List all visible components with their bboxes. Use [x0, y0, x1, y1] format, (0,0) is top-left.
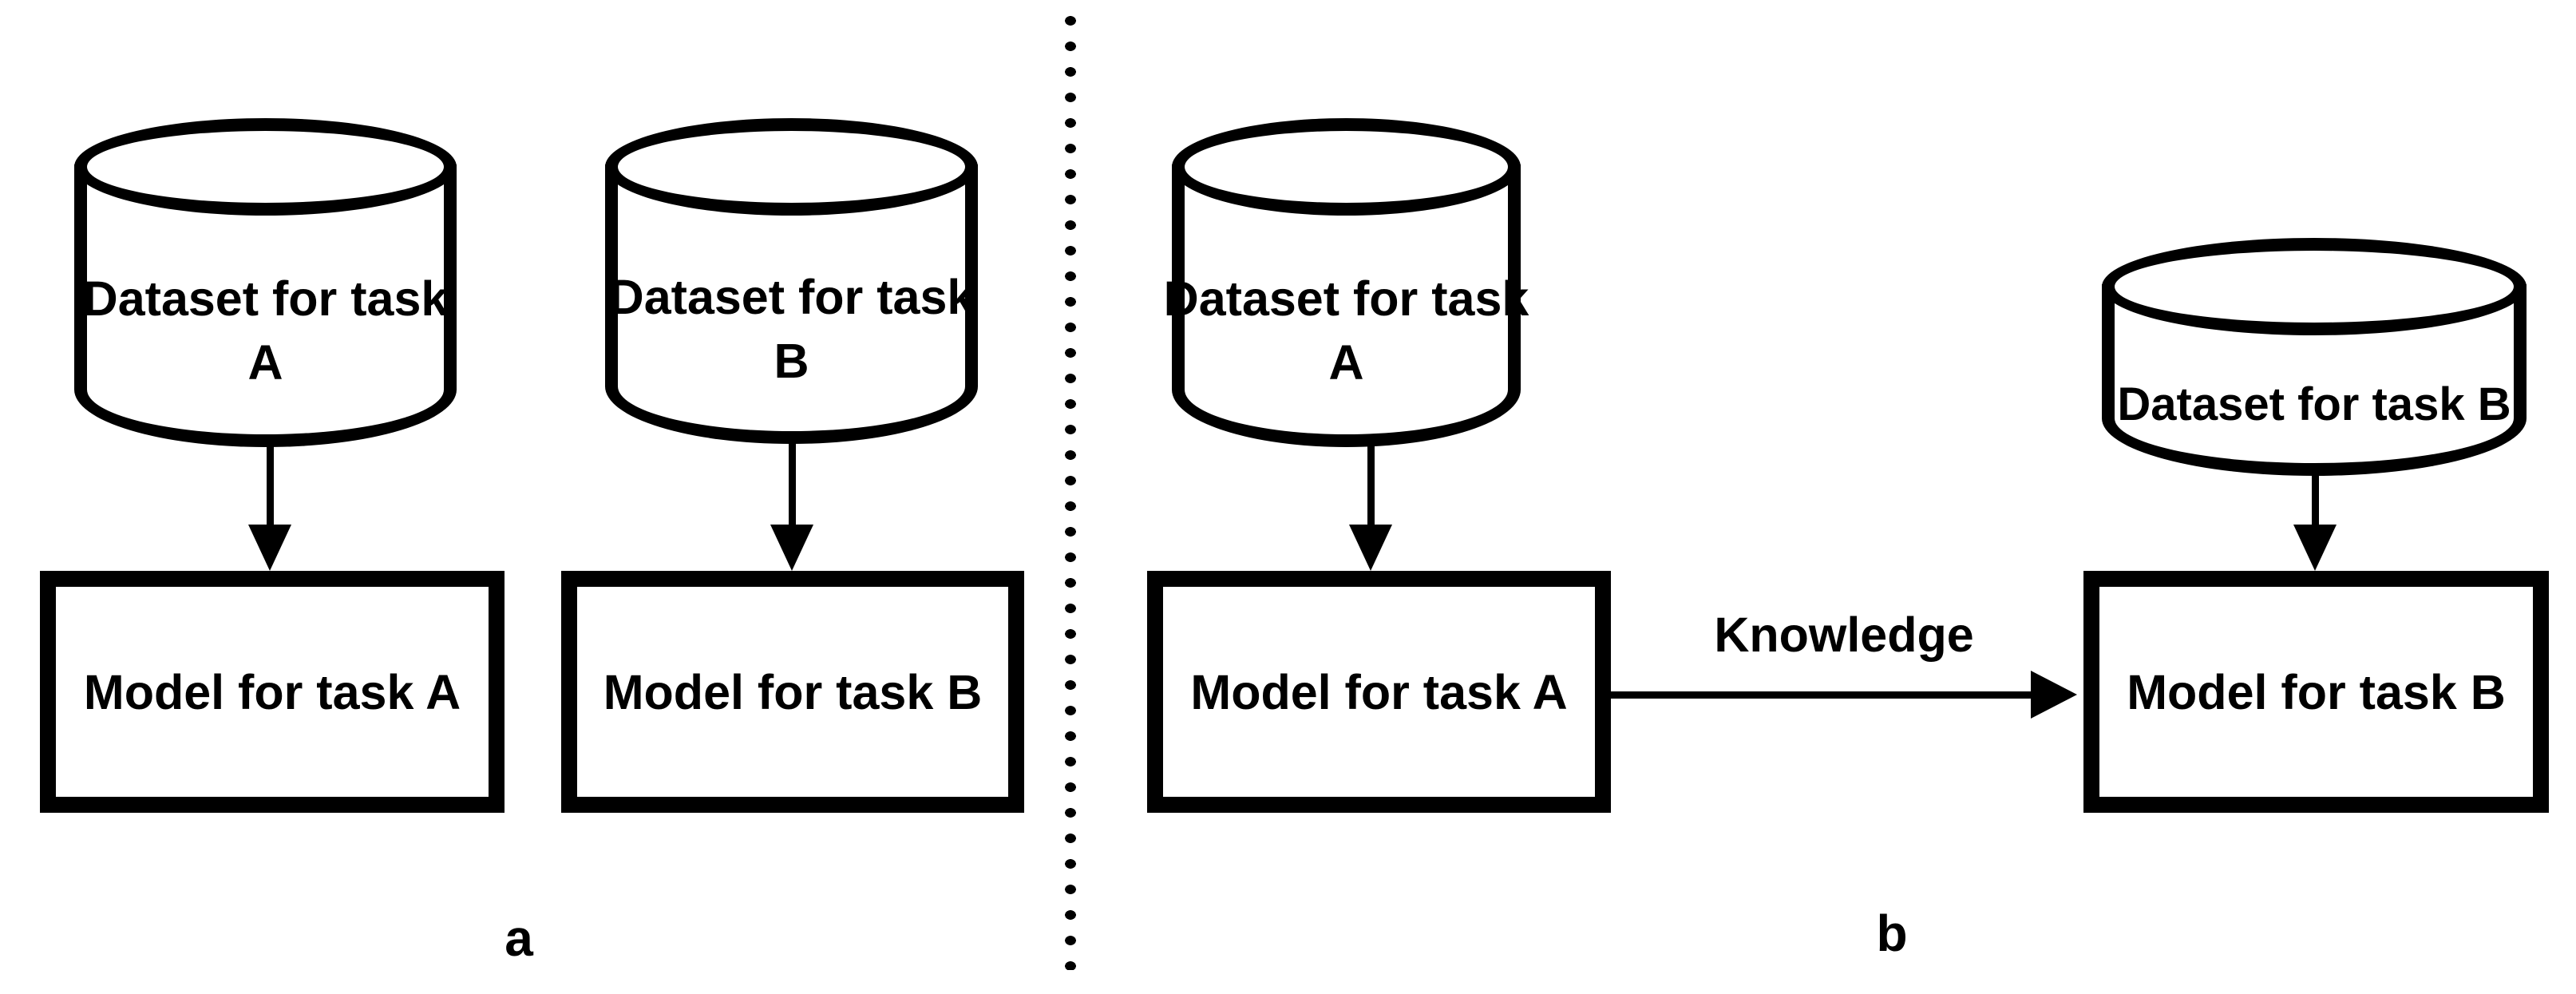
- panel-a-model-a-box: Model for task A: [40, 571, 505, 813]
- dataset-label-line1: Dataset for task: [608, 270, 975, 324]
- panel-b-dataset-b-label: Dataset for task B: [2108, 334, 2520, 476]
- panel-b-dataset-a-cylinder: Dataset for task A: [1164, 118, 1529, 447]
- panel-a-arrow-dataset-b-to-model-b: [789, 442, 796, 529]
- panel-b-model-a-box: Model for task A: [1147, 571, 1611, 813]
- knowledge-arrow-shaft: [1611, 691, 2034, 699]
- knowledge-label: Knowledge: [1611, 607, 2077, 663]
- panel-a-model-a-label: Model for task A: [83, 664, 461, 719]
- panel-b-caption-text: b: [1876, 905, 1908, 962]
- dataset-label-line1: Dataset for task B: [2117, 378, 2511, 430]
- dataset-label-line1: Dataset for task: [82, 271, 449, 326]
- panel-b-model-b-label: Model for task B: [2127, 664, 2506, 719]
- panel-b-dataset-b-cylinder: Dataset for task B: [2102, 238, 2527, 476]
- panel-a-arrow-dataset-a-to-model-a: [267, 446, 274, 529]
- dataset-label-line1: Dataset for task: [1163, 271, 1529, 326]
- dataset-label-line2: A: [247, 335, 283, 390]
- cylinder-top-ellipse: [74, 118, 457, 216]
- panel-a-arrowhead-dataset-b: [770, 525, 813, 571]
- knowledge-arrowhead: [2031, 671, 2077, 719]
- knowledge-label-text: Knowledge: [1714, 608, 1974, 662]
- panel-b-arrow-dataset-a-to-model-a: [1367, 446, 1375, 529]
- panel-a-dataset-a-cylinder: Dataset for task A: [74, 118, 457, 447]
- panel-a-dataset-a-label: Dataset for task A: [81, 214, 450, 447]
- panel-b-arrow-dataset-b-to-model-b: [2312, 474, 2319, 529]
- panel-a-model-b-box: Model for task B: [561, 571, 1024, 813]
- cylinder-top-ellipse: [605, 118, 978, 216]
- panel-a-caption-text: a: [505, 909, 533, 967]
- panel-b-caption: b: [1812, 904, 1972, 963]
- cylinder-top-ellipse: [1172, 118, 1521, 216]
- dataset-label-line2: A: [1328, 335, 1364, 390]
- panel-b-dataset-a-label: Dataset for task A: [1164, 214, 1529, 447]
- panel-b-arrowhead-dataset-a: [1349, 525, 1392, 571]
- panel-b-model-a-label: Model for task A: [1190, 664, 1568, 719]
- panel-a-caption: a: [439, 909, 599, 968]
- divider-dotted-line: [1065, 8, 1076, 970]
- panel-a-dataset-b-label: Dataset for task B: [609, 214, 975, 444]
- dataset-label-line2: B: [774, 334, 809, 388]
- panel-a-dataset-b-cylinder: Dataset for task B: [605, 118, 978, 444]
- panel-b-model-b-box: Model for task B: [2083, 571, 2549, 813]
- panel-a-model-b-label: Model for task B: [603, 664, 983, 719]
- panel-b-arrowhead-dataset-b: [2293, 525, 2337, 571]
- cylinder-top-ellipse: [2102, 238, 2527, 335]
- panel-a-arrowhead-dataset-a: [248, 525, 291, 571]
